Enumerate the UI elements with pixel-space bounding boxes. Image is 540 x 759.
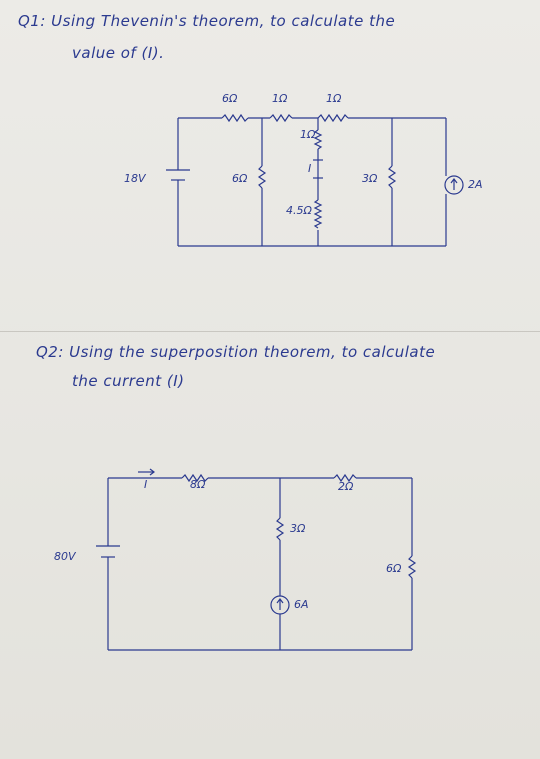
q1-resistor-1ohm-top-mid xyxy=(269,113,293,123)
q1-label-2a: 2A xyxy=(468,178,483,191)
q1-resistor-3ohm-vertical xyxy=(387,165,397,189)
q2-label-2ohm: 2Ω xyxy=(338,480,354,493)
q1-resistor-4-5ohm-vertical xyxy=(313,199,323,229)
q1-resistor-6ohm-top xyxy=(221,113,249,123)
q2-label-3ohm: 3Ω xyxy=(290,522,306,535)
q1-label-current-I: I xyxy=(308,162,312,175)
q2-title-line2: the current (I) xyxy=(72,372,185,390)
q2-label-current-I: I xyxy=(144,478,148,491)
q1-label-1ohm-top-right: 1Ω xyxy=(326,92,342,105)
q1-label-6ohm-vertical: 6Ω xyxy=(232,172,248,185)
q1-title-line1: Q1: Using Thevenin's theorem, to calcula… xyxy=(18,12,396,30)
q2-resistor-2ohm xyxy=(333,473,357,483)
q1-resistor-1ohm-vertical xyxy=(313,129,323,150)
q2-label-6ohm: 6Ω xyxy=(386,562,402,575)
q2-title-line1: Q2: Using the superposition theorem, to … xyxy=(36,343,436,361)
q2-label-80v: 80V xyxy=(54,550,76,563)
q2-label-8ohm: 8Ω xyxy=(190,478,206,491)
q1-resistor-1ohm-top-right xyxy=(317,113,349,123)
q1-label-4-5ohm: 4.5Ω xyxy=(286,204,312,217)
q1-resistor-6ohm-vertical xyxy=(257,165,267,189)
q2-label-6a: 6A xyxy=(294,598,309,611)
q1-current-source-circle xyxy=(444,175,464,195)
q1-label-3ohm-vertical: 3Ω xyxy=(362,172,378,185)
q2-resistor-8ohm xyxy=(181,473,209,483)
q1-label-1ohm-top-mid: 1Ω xyxy=(272,92,288,105)
q1-label-1ohm-vertical: 1Ω xyxy=(300,128,316,141)
q2-resistor-3ohm xyxy=(275,517,285,541)
q1-label-18v: 18V xyxy=(124,172,146,185)
q1-title-line2: value of (I). xyxy=(72,44,165,62)
q2-resistor-6ohm xyxy=(407,555,417,579)
section-divider xyxy=(0,331,540,332)
q1-label-6ohm-top: 6Ω xyxy=(222,92,238,105)
